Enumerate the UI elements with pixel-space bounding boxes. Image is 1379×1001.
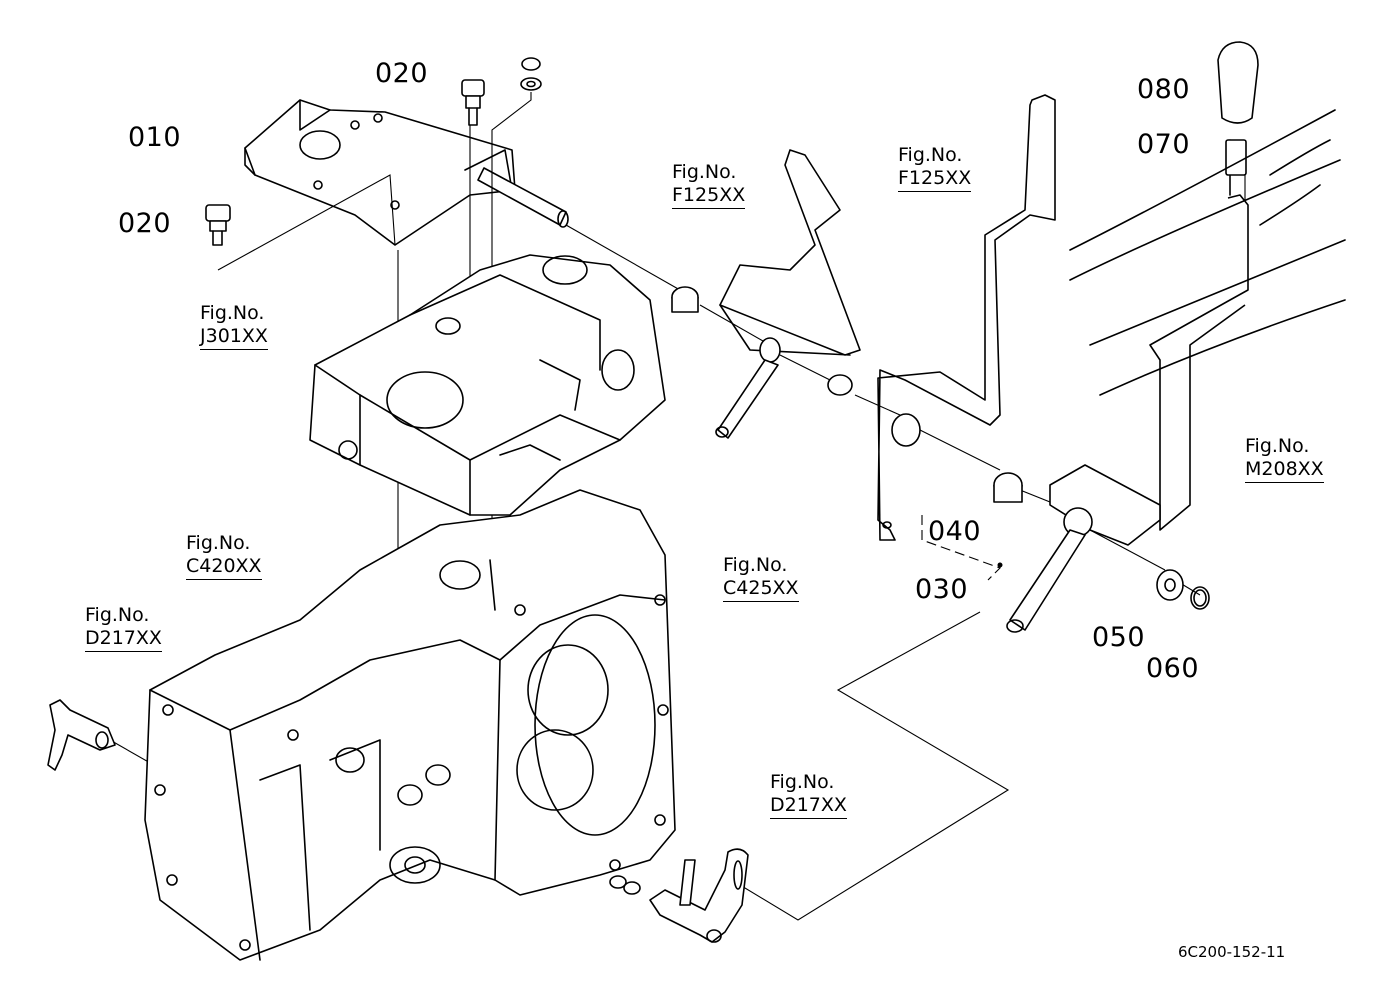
bolt-020-left — [205, 204, 231, 246]
bolt-020-top — [461, 79, 485, 126]
part-label-020-left: 020 — [118, 208, 172, 239]
fig-ref-number: D217XX — [770, 794, 847, 819]
fig-ref-c425xx: Fig.No. C425XX — [723, 554, 799, 602]
part-label-030: 030 — [915, 574, 969, 605]
part-label-070: 070 — [1137, 129, 1191, 160]
fig-ref-number: C425XX — [723, 577, 799, 602]
fig-ref-number: J301XX — [200, 325, 268, 350]
upper-housing-drawing — [309, 254, 666, 516]
fig-ref-caption: Fig.No. — [770, 771, 835, 793]
washer-050-drawing — [1156, 569, 1184, 601]
fork-lower-drawing — [609, 848, 749, 943]
fig-ref-caption: Fig.No. — [200, 302, 265, 324]
part-label-050: 050 — [1092, 622, 1146, 653]
fig-ref-number: C420XX — [186, 555, 262, 580]
lever-arm-left-drawing — [671, 149, 861, 439]
fork-left-drawing — [47, 699, 116, 771]
fig-ref-f125xx-right: Fig.No. F125XX — [898, 144, 972, 192]
fig-ref-caption: Fig.No. — [672, 161, 737, 183]
fig-ref-number: F125XX — [898, 167, 972, 192]
fig-ref-number: M208XX — [1245, 458, 1324, 483]
drawing-code: 6C200-152-11 — [1178, 943, 1286, 961]
fig-ref-caption: Fig.No. — [898, 144, 963, 166]
lever-arm-right-drawing — [877, 94, 1056, 541]
fig-ref-caption: Fig.No. — [723, 554, 788, 576]
fig-ref-m208xx: Fig.No. M208XX — [1245, 435, 1324, 483]
shaft-drawing — [477, 167, 569, 228]
fig-ref-f125xx-left: Fig.No. F125XX — [672, 161, 746, 209]
part-label-060: 060 — [1146, 653, 1200, 684]
part-030-marker — [997, 562, 1003, 568]
fig-ref-number: F125XX — [672, 184, 746, 209]
part-label-010: 010 — [128, 122, 182, 153]
fig-ref-j301xx: Fig.No. J301XX — [200, 302, 268, 350]
tractor-panel-background — [1069, 109, 1346, 396]
part-label-020-top: 020 — [375, 58, 429, 89]
part-label-080: 080 — [1137, 74, 1191, 105]
fig-ref-caption: Fig.No. — [85, 604, 150, 626]
snap-ring-060-drawing — [1190, 586, 1210, 610]
fig-ref-c420xx: Fig.No. C420XX — [186, 532, 262, 580]
nut-washer-drawing — [520, 57, 542, 91]
transmission-case-drawing — [144, 489, 676, 961]
part-label-040: 040 — [928, 516, 982, 547]
knob-080-drawing — [1217, 41, 1259, 124]
collar-070-drawing — [1225, 139, 1247, 176]
bracket-plate-drawing — [244, 99, 516, 246]
fig-ref-d217xx-bottom: Fig.No. D217XX — [770, 771, 847, 819]
fig-ref-caption: Fig.No. — [1245, 435, 1310, 457]
fig-ref-caption: Fig.No. — [186, 532, 251, 554]
fig-ref-number: D217XX — [85, 627, 162, 652]
fig-ref-d217xx-left: Fig.No. D217XX — [85, 604, 162, 652]
